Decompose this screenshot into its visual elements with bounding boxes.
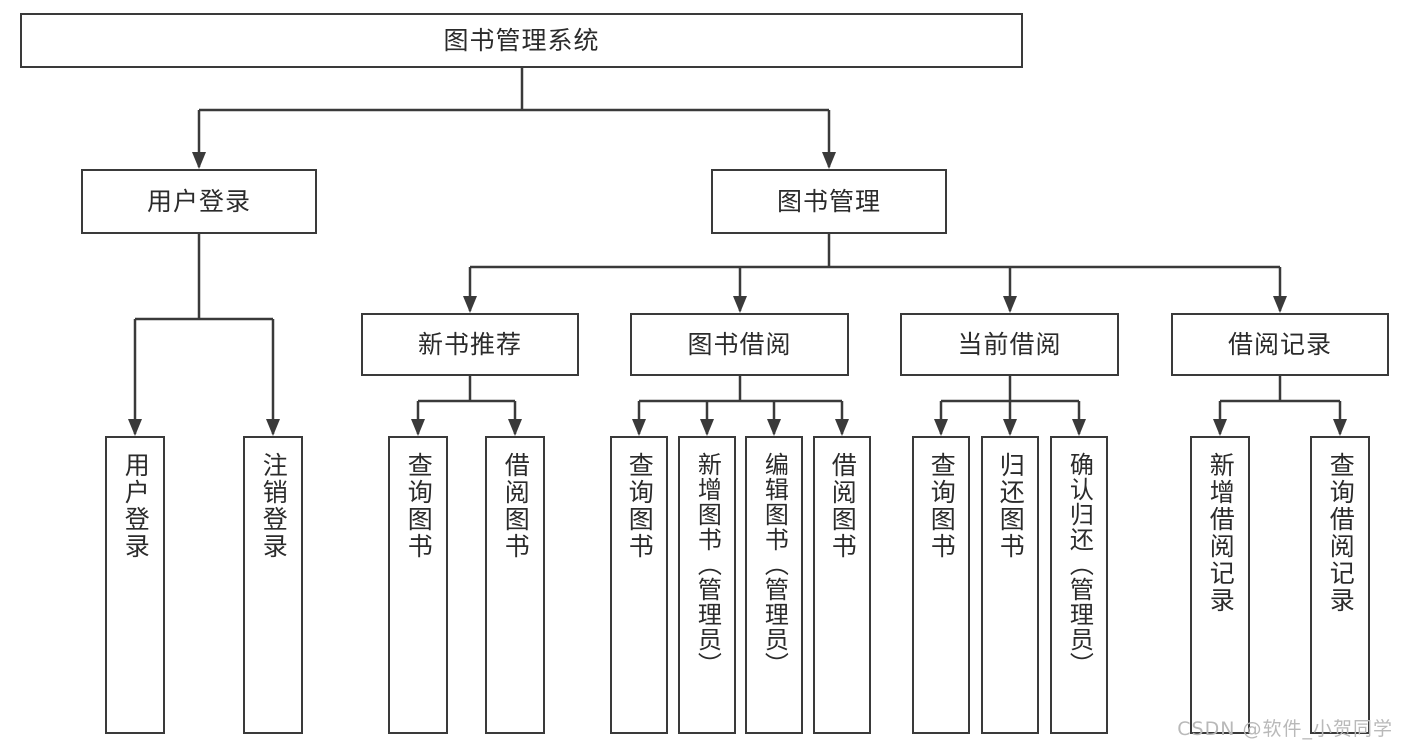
connector-arrowhead	[767, 419, 781, 436]
node-label: 图书管理	[776, 186, 881, 216]
node-label: 用户登录	[121, 452, 151, 560]
connector-arrowhead	[1003, 296, 1017, 313]
node-user-login[interactable]: 用户登录	[81, 169, 317, 234]
node-new-book-recommend[interactable]: 新书推荐	[361, 313, 579, 376]
node-label: 图书管理系统	[443, 25, 600, 55]
node-leaf-return-book[interactable]: 归还图书	[981, 436, 1039, 734]
connector-arrowhead	[192, 152, 206, 169]
connector-arrowhead	[1333, 419, 1347, 436]
connector-arrowhead	[934, 419, 948, 436]
node-leaf-query-book-3[interactable]: 查询图书	[912, 436, 970, 734]
node-label: 当前借阅	[957, 329, 1062, 359]
connector-arrowhead	[700, 419, 714, 436]
connector-arrowhead	[1003, 419, 1017, 436]
csdn-watermark: CSDN @软件_小贺同学	[1177, 718, 1393, 740]
connector-arrowhead	[822, 152, 836, 169]
node-label: 注销登录	[259, 452, 289, 560]
node-label: 图书借阅	[687, 329, 792, 359]
node-borrow-record[interactable]: 借阅记录	[1171, 313, 1389, 376]
node-leaf-query-record[interactable]: 查询借阅记录	[1310, 436, 1370, 734]
node-current-borrow[interactable]: 当前借阅	[900, 313, 1119, 376]
connector-arrowhead	[266, 419, 280, 436]
node-leaf-borrow-book-1[interactable]: 借阅图书	[485, 436, 545, 734]
node-label: 借阅记录	[1227, 329, 1332, 359]
node-label: 借阅图书	[501, 452, 531, 560]
node-label: 新书推荐	[417, 329, 522, 359]
node-root[interactable]: 图书管理系统	[20, 13, 1023, 68]
connector-arrowhead	[733, 296, 747, 313]
connector-arrowhead	[1072, 419, 1086, 436]
node-book-borrow[interactable]: 图书借阅	[630, 313, 849, 376]
node-leaf-borrow-book-2[interactable]: 借阅图书	[813, 436, 871, 734]
node-label: 借阅图书	[828, 452, 858, 560]
node-label: 确认归还（管理员）	[1065, 452, 1094, 677]
connector-arrowhead	[632, 419, 646, 436]
node-book-manage[interactable]: 图书管理	[711, 169, 947, 234]
node-leaf-add-record[interactable]: 新增借阅记录	[1190, 436, 1250, 734]
node-label: 查询借阅记录	[1326, 452, 1356, 614]
node-leaf-edit-book[interactable]: 编辑图书（管理员）	[745, 436, 803, 734]
connector-arrowhead	[508, 419, 522, 436]
node-leaf-query-book-2[interactable]: 查询图书	[610, 436, 668, 734]
node-label: 归还图书	[996, 452, 1026, 560]
node-label: 用户登录	[146, 186, 251, 216]
connector-arrowhead	[1273, 296, 1287, 313]
connector-arrowhead	[1213, 419, 1227, 436]
node-leaf-query-book-1[interactable]: 查询图书	[388, 436, 448, 734]
node-label: 编辑图书（管理员）	[760, 452, 789, 677]
node-label: 查询图书	[404, 452, 434, 560]
node-label: 新增借阅记录	[1206, 452, 1236, 614]
connector-arrowhead	[411, 419, 425, 436]
node-leaf-user-login[interactable]: 用户登录	[105, 436, 165, 734]
node-label: 查询图书	[625, 452, 655, 560]
connector-arrowhead	[835, 419, 849, 436]
node-label: 查询图书	[927, 452, 957, 560]
connector-arrowhead	[463, 296, 477, 313]
node-leaf-logout[interactable]: 注销登录	[243, 436, 303, 734]
node-leaf-confirm-return[interactable]: 确认归还（管理员）	[1050, 436, 1108, 734]
node-label: 新增图书（管理员）	[693, 452, 722, 677]
connector-arrowhead	[128, 419, 142, 436]
node-leaf-add-book[interactable]: 新增图书（管理员）	[678, 436, 736, 734]
